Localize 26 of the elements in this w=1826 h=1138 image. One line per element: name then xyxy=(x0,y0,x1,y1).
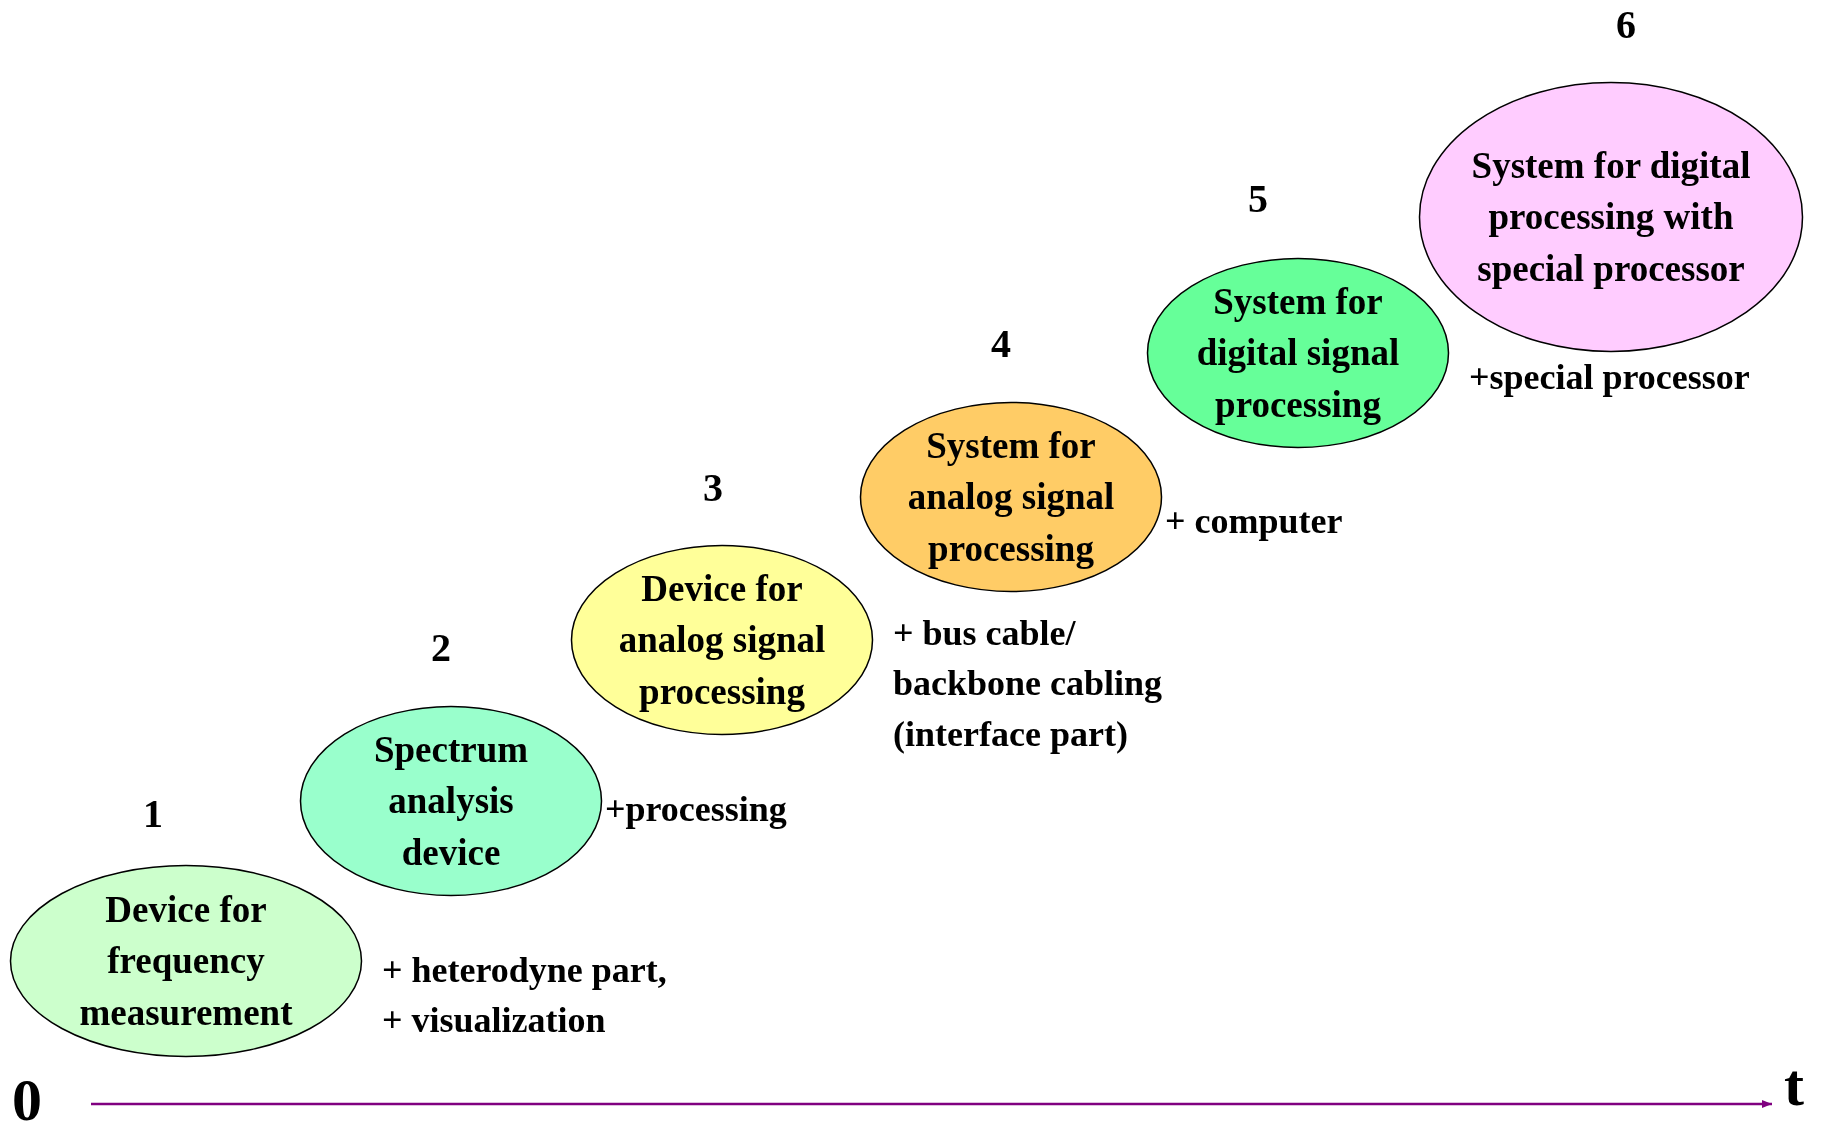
axis-label: 0 xyxy=(12,1070,42,1130)
stage-text: Device for analog signal processing xyxy=(617,567,827,714)
stage-number: 4 xyxy=(990,320,1012,368)
stage-number: 1 xyxy=(142,790,164,838)
stage-text: System for analog signal processing xyxy=(906,424,1116,571)
stage-ellipse xyxy=(1146,257,1450,449)
stage-text: System for digital signal processing xyxy=(1195,280,1401,427)
stage-text: Device for frequency measurement xyxy=(78,888,294,1035)
stage-ellipse xyxy=(9,864,363,1058)
stage-number: 5 xyxy=(1247,175,1269,223)
stage-addition: + computer xyxy=(1165,500,1344,543)
stage-addition: + heterodyne part, xyxy=(382,949,668,992)
stage-ellipse xyxy=(570,544,874,736)
axis-label: t xyxy=(1784,1055,1804,1115)
stage-ellipse xyxy=(1418,81,1804,353)
stage-number: 6 xyxy=(1615,1,1637,49)
stage-addition: + visualization xyxy=(382,999,607,1042)
stage-number: 2 xyxy=(430,624,452,672)
stage-addition: +processing xyxy=(605,788,788,831)
stage-ellipse xyxy=(299,705,603,897)
stage-addition: + bus cable/ backbone cabling (interface part) xyxy=(893,612,1164,756)
stage-text: System for digital processing with special processor xyxy=(1470,144,1752,291)
stage-addition: +special processor xyxy=(1469,356,1751,399)
stage-text: Spectrum analysis device xyxy=(372,728,530,875)
stage-number: 3 xyxy=(702,464,724,512)
stage-ellipse xyxy=(859,401,1163,593)
